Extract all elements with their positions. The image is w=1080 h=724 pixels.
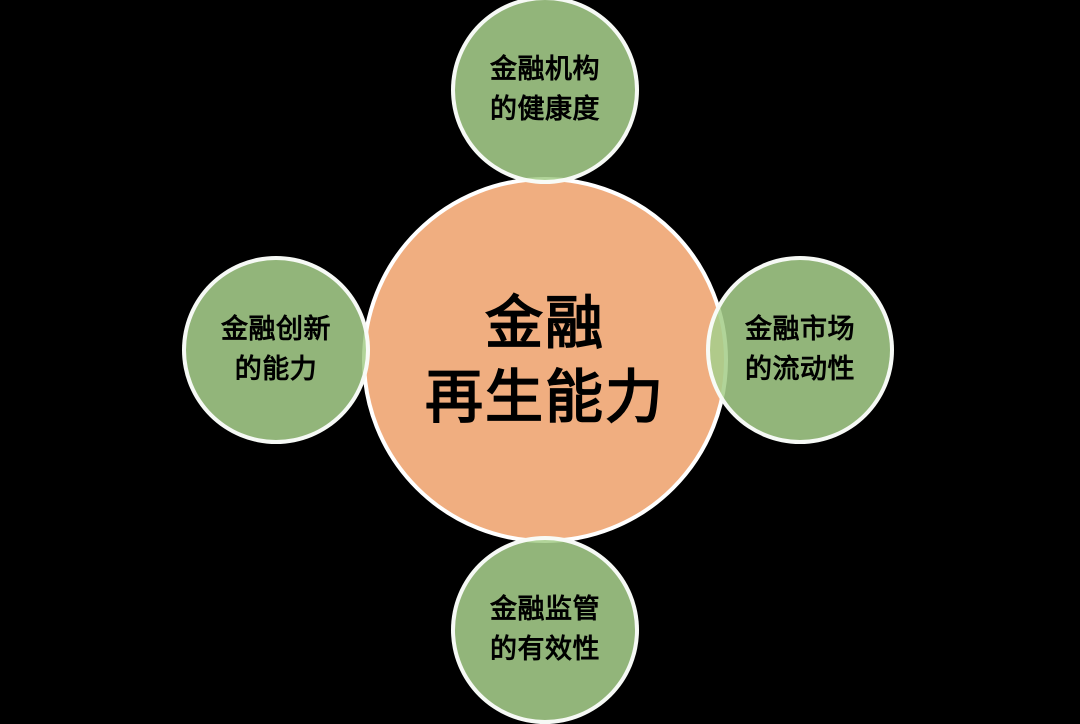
- satellite-left-label-line-1: 金融创新: [221, 314, 331, 346]
- core-circle-financial-regeneration-capacity[interactable]: 金融 再生能力: [362, 177, 728, 543]
- satellite-top-label-line-2: 的健康度: [490, 94, 600, 125]
- core-label-line-1: 金融: [484, 288, 605, 357]
- satellite-bottom-label-line-2: 的有效性: [490, 634, 600, 665]
- satellite-circle-financial-institution-health[interactable]: 金融机构 的健康度: [451, 0, 639, 184]
- satellite-circle-financial-regulation-effectiveness[interactable]: 金融监管 的有效性: [451, 536, 639, 724]
- satellite-bottom-label-line-1: 金融监管: [490, 594, 600, 626]
- satellite-right-label-line-2: 的流动性: [745, 354, 855, 385]
- satellite-right-label-line-1: 金融市场: [745, 314, 855, 346]
- satellite-circle-financial-market-liquidity[interactable]: 金融市场 的流动性: [706, 256, 894, 444]
- satellite-circle-financial-innovation-capability[interactable]: 金融创新 的能力: [182, 256, 370, 444]
- satellite-top-label-line-1: 金融机构: [490, 54, 600, 86]
- core-label-line-2: 再生能力: [424, 363, 665, 431]
- satellite-left-label-line-2: 的能力: [234, 354, 318, 385]
